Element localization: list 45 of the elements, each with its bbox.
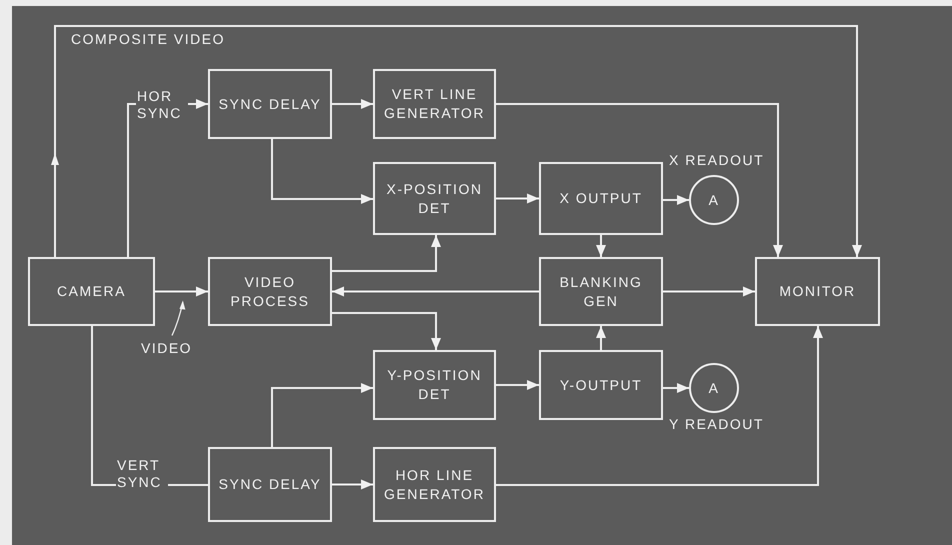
block-label: SYNC DELAY (218, 475, 322, 494)
arrow (332, 99, 373, 109)
block-box (373, 447, 496, 522)
arrow (496, 326, 823, 486)
block-box (208, 257, 332, 326)
block-box (539, 257, 663, 326)
block-box (539, 350, 663, 420)
arrow (332, 286, 539, 296)
block-label: X OUTPUT (560, 189, 642, 208)
arrow (271, 383, 373, 447)
arrow (496, 380, 539, 390)
block-box (373, 69, 496, 139)
block-box (208, 447, 332, 522)
arrow (155, 286, 208, 296)
arrow (54, 25, 862, 257)
block-box (539, 162, 663, 235)
block-label: BLANKING GEN (558, 272, 644, 310)
block-label: CAMERA (57, 282, 126, 301)
arrow (332, 312, 441, 350)
arrow (596, 326, 606, 350)
block-label: MONITOR (779, 282, 856, 301)
arrow (663, 383, 689, 393)
arrow (332, 480, 373, 490)
block-label: VERT LINE GENERATOR (383, 85, 486, 123)
block-label: Y-POSITION DET (386, 366, 483, 404)
arrow (496, 103, 783, 257)
block-box (28, 257, 155, 326)
block-label: SYNC DELAY (218, 94, 322, 114)
block-box (755, 257, 880, 326)
arrow (271, 139, 373, 204)
arrow (663, 195, 689, 205)
arrow (596, 235, 606, 257)
arrow (496, 194, 539, 204)
block-label: Y-OUTPUT (560, 376, 642, 394)
arrow (663, 286, 755, 296)
block-label: A (708, 190, 720, 210)
edge-label: VIDEO (141, 340, 192, 357)
arrow (332, 235, 441, 272)
block-box (373, 350, 496, 420)
block-label: VIDEO PROCESS (230, 272, 310, 310)
block-label: HOR LINE GENERATOR (383, 466, 486, 504)
block-box (208, 69, 332, 139)
block-box (373, 162, 496, 235)
block-label: A (708, 378, 720, 398)
block-label: X-POSITION DET (386, 180, 484, 218)
